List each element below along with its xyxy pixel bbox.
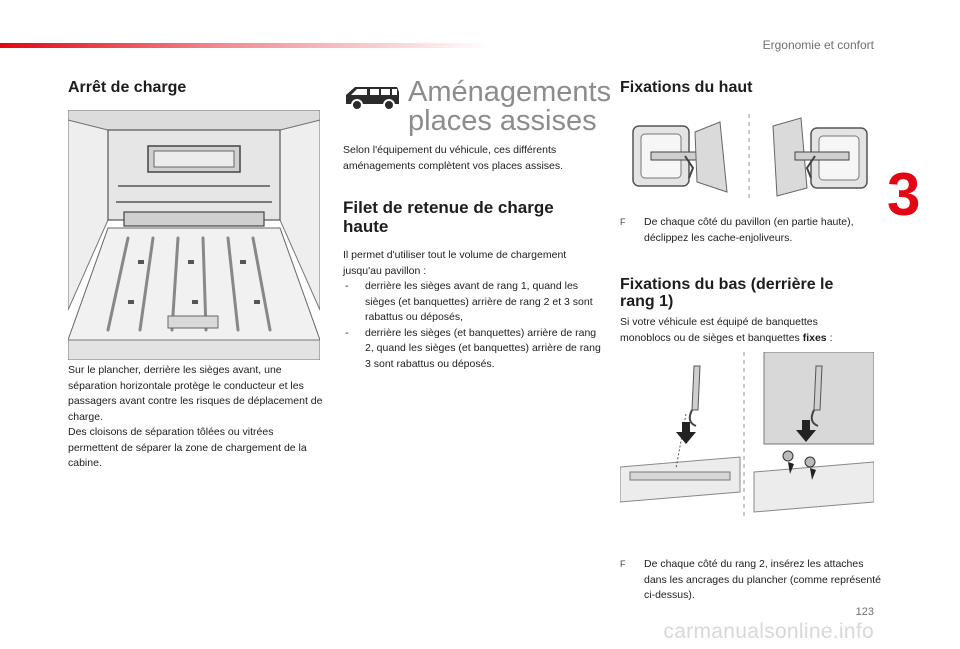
list-item-text: derrière les sièges (et banquettes) arri… [365,326,601,370]
list-dash: - [345,326,349,339]
middle-intro: Selon l'équipement du véhicule, ces diff… [343,144,564,172]
right-body-bottom: Si votre véhicule est équipé de banquett… [620,315,870,346]
right-body-bottom-bold: fixes [802,331,827,344]
bottom-fixation-illustration [620,352,874,520]
left-paragraph-2: Des cloisons de séparation tôlées ou vit… [68,426,307,469]
header-accent-bar [0,43,490,48]
list-item: - derrière les sièges (et banquettes) ar… [343,326,605,373]
left-paragraph-1: Sur le plancher, derrière les sièges ava… [68,364,323,423]
heading-fixations-du-bas: Fixations du bas (derrière le rang 1) [620,276,834,310]
right-body-bottom-prefix: Si votre véhicule est équipé de banquett… [620,316,818,344]
van-icon [343,84,401,112]
watermark: carmanualsonline.info [663,620,874,643]
chapter-header-title: Ergonomie et confort [762,38,874,52]
middle-body: Il permet d'utiliser tout le volume de c… [343,248,605,372]
left-body-text: Sur le plancher, derrière les sièges ava… [68,363,323,472]
heading-filet-de-retenue: Filet de retenue de charge haute [343,198,554,236]
middle-body-intro: Il permet d'utiliser tout le volume de c… [343,249,567,277]
heading-fixations-du-haut: Fixations du haut [620,79,753,96]
top-fixation-illustration [625,112,875,204]
bullet-bottom-text: De chaque côté du rang 2, insérez les at… [644,558,881,601]
bullet-top-text: De chaque côté du pavillon (en partie ha… [644,216,854,244]
list-dash: - [345,280,349,292]
list-item-text: derrière les sièges avant de rang 1, qua… [365,280,593,323]
bullet-top: F De chaque côté du pavillon (en partie … [620,215,884,246]
list-item: - derrière les sièges avant de rang 1, q… [343,279,605,326]
heading-arret-de-charge: Arrêt de charge [68,79,187,96]
bullet-mark: F [620,217,626,227]
bullet-mark: F [620,559,626,569]
cargo-area-illustration [68,110,320,360]
section-title-line2: places assises [408,105,597,137]
bullet-bottom: F De chaque côté du rang 2, insérez les … [620,557,884,604]
right-body-bottom-suffix: : [826,331,833,344]
section-title-line1: Aménagements [408,76,612,108]
page-number: 123 [855,606,874,618]
chapter-number: 3 [887,161,921,228]
